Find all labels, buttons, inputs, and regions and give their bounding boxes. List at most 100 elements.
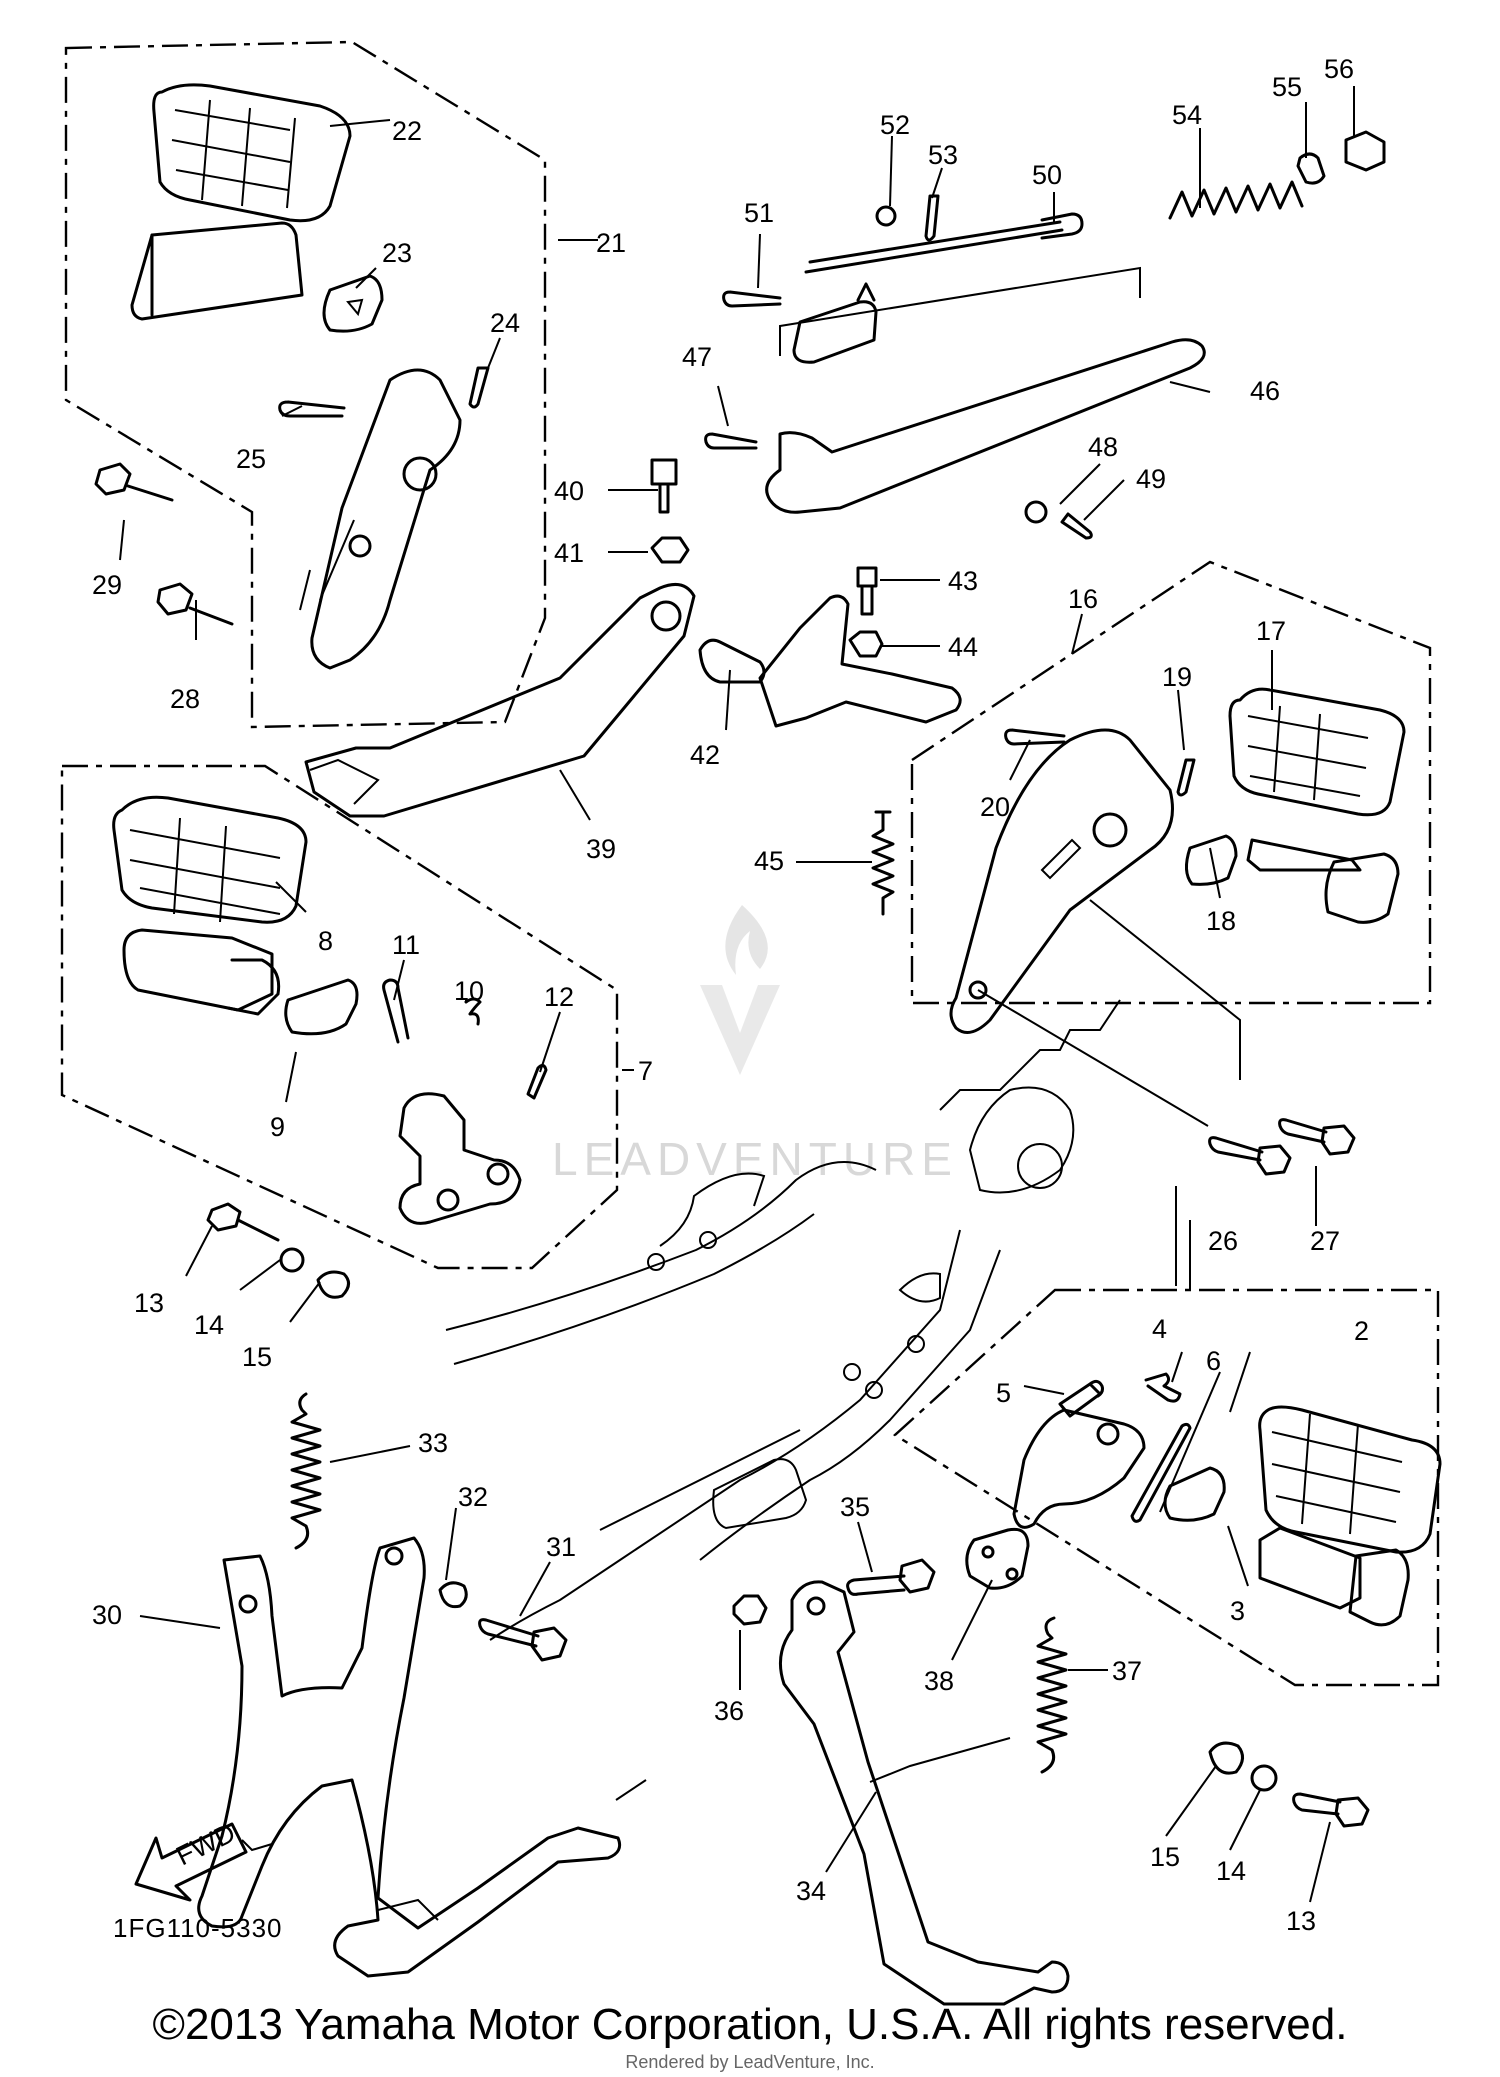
callout-23: 23 — [382, 238, 412, 268]
callout-25: 25 — [236, 444, 266, 474]
washer-48 — [1024, 500, 1048, 524]
cotter-pin-12 — [526, 1063, 548, 1100]
callout-19: 19 — [1162, 662, 1192, 692]
fwd-arrow: FWD — [134, 1817, 248, 1902]
nut-44 — [848, 630, 884, 658]
spring-33 — [290, 1392, 322, 1550]
bolt-27 — [1278, 1118, 1356, 1156]
brake-shaft-42 — [698, 594, 962, 728]
bolt-29 — [94, 462, 174, 502]
footrest-bracket-arm — [299, 368, 462, 670]
drawing-code: 1FG110-5330 — [113, 1913, 283, 1943]
spring-clip-4 — [1144, 1372, 1182, 1403]
nut-55 — [1296, 152, 1326, 185]
callout-49: 49 — [1136, 464, 1166, 494]
callout-52: 52 — [880, 110, 910, 140]
callout-22: 22 — [392, 116, 422, 146]
frame-outline — [445, 999, 1121, 1641]
callout-11: 11 — [392, 930, 420, 960]
callout-27: 27 — [1310, 1226, 1340, 1256]
washer-32 — [438, 1581, 468, 1609]
callout-14-right: 14 — [1216, 1856, 1246, 1886]
callout-12: 12 — [544, 982, 574, 1012]
bolt-13-right — [1292, 1792, 1370, 1828]
brake-pedal-39 — [304, 582, 696, 818]
bolt-35 — [846, 1558, 936, 1596]
washer-14-right — [1250, 1764, 1278, 1792]
washer-14-left — [279, 1247, 305, 1273]
callout-55: 55 — [1272, 72, 1302, 102]
callout-13-left: 13 — [134, 1288, 164, 1318]
bolt-40 — [650, 458, 678, 514]
group-frame-7 — [60, 764, 619, 1270]
callout-26: 26 — [1208, 1226, 1238, 1256]
callout-30: 30 — [92, 1600, 122, 1630]
callout-24: 24 — [490, 308, 520, 338]
callout-56: 56 — [1324, 54, 1354, 84]
callout-2: 2 — [1354, 1316, 1369, 1346]
callout-9: 9 — [270, 1112, 285, 1142]
callout-36: 36 — [714, 1696, 744, 1726]
callout-15-right: 15 — [1150, 1842, 1180, 1872]
callout-6: 6 — [1206, 1346, 1221, 1376]
callout-18: 18 — [1206, 906, 1236, 936]
group-frame-2 — [893, 1288, 1440, 1687]
leadventure-watermark: LEADVENTURE — [552, 905, 952, 1185]
callout-10: 10 — [454, 976, 484, 1006]
callout-8: 8 — [318, 926, 333, 956]
nut-36 — [732, 1594, 768, 1626]
leader-27 — [1089, 899, 1241, 1080]
cotter-pin-6 — [1130, 1422, 1192, 1523]
callout-38: 38 — [924, 1666, 954, 1696]
callout-17: 17 — [1256, 616, 1286, 646]
callout-31: 31 — [546, 1532, 576, 1562]
callout-28: 28 — [170, 684, 200, 714]
plate-9 — [284, 978, 359, 1036]
washer-15-left — [316, 1270, 350, 1299]
callout-48: 48 — [1088, 432, 1118, 462]
group-frame-16 — [910, 560, 1432, 1005]
footrest-bracket-21 — [130, 221, 304, 321]
callout-33: 33 — [418, 1428, 448, 1458]
fwd-label: FWD — [171, 1817, 239, 1871]
callout-42: 42 — [690, 740, 720, 770]
callout-46: 46 — [1250, 376, 1280, 406]
callout-15-left: 15 — [242, 1342, 272, 1372]
bolt-43 — [856, 566, 878, 616]
side-stand-34 — [778, 1580, 1070, 2006]
spring-37 — [1036, 1616, 1068, 1774]
leader-26 — [977, 989, 1209, 1127]
callout-21: 21 — [596, 228, 626, 258]
bolt-31 — [478, 1618, 568, 1662]
plate-18 — [1185, 834, 1238, 886]
cotter-pin-19 — [1176, 758, 1196, 797]
rod-50 — [804, 212, 1084, 274]
callout-20: 20 — [980, 792, 1010, 822]
footrest-rubber-22 — [152, 83, 352, 223]
footrest-bracket-7 — [122, 928, 281, 1016]
spring-54 — [1168, 180, 1304, 220]
callout-3: 3 — [1230, 1596, 1245, 1626]
cotter-pin-49 — [1060, 512, 1093, 540]
bolt-51 — [722, 290, 782, 308]
nut-56 — [1344, 130, 1386, 172]
footrest-rubber-8 — [112, 795, 308, 924]
callout-44: 44 — [948, 632, 978, 662]
footrest-rubber-17 — [1228, 687, 1406, 817]
plate-3 — [1163, 1466, 1226, 1522]
bracket-38 — [965, 1527, 1030, 1590]
callout-54: 54 — [1172, 100, 1202, 130]
footrest-rubber-2 — [1258, 1405, 1442, 1554]
callout-39: 39 — [586, 834, 616, 864]
callout-29: 29 — [92, 570, 122, 600]
plate-23 — [322, 274, 384, 333]
callout-50: 50 — [1032, 160, 1062, 190]
group-frame-21 — [64, 40, 547, 729]
callout-35: 35 — [840, 1492, 870, 1522]
link-bracket-outline — [779, 266, 1141, 356]
bolt-13-left — [206, 1202, 280, 1242]
brake-rod-46 — [765, 338, 1206, 514]
callout-51: 51 — [744, 198, 774, 228]
callout-16: 16 — [1068, 584, 1098, 614]
